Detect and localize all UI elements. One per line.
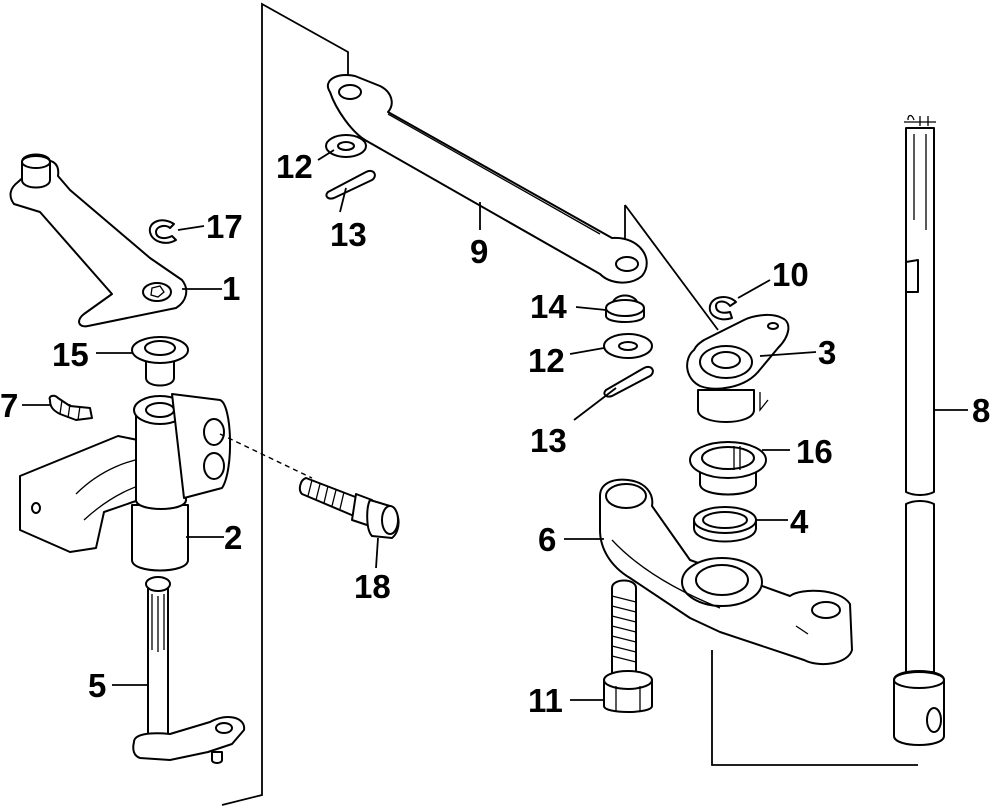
part-12-washer-upper <box>325 134 367 158</box>
part-4-ring <box>693 506 757 543</box>
callout-10: 10 <box>772 256 809 293</box>
callout-labels: 1 2 3 4 5 6 7 8 9 10 11 12 12 13 13 14 1… <box>0 148 990 719</box>
leader-lines <box>22 149 968 701</box>
callout-17: 17 <box>206 208 243 245</box>
callout-6: 6 <box>538 521 556 558</box>
part-15-bushing <box>131 336 189 387</box>
part-1-lever-arm <box>9 153 188 328</box>
callout-2: 2 <box>224 519 242 556</box>
callout-14: 14 <box>530 288 567 325</box>
callout-12-upper: 12 <box>276 148 313 185</box>
callout-13-lower: 13 <box>530 422 567 459</box>
callout-9: 9 <box>470 233 488 270</box>
part-5-splined-shaft <box>132 576 246 764</box>
part-7-grease-fitting <box>48 394 93 421</box>
part-17-clip <box>148 219 177 244</box>
part-16-split-bushing <box>689 441 767 496</box>
callout-1: 1 <box>222 270 240 307</box>
part-12-washer-lower <box>603 333 653 359</box>
part-3-lever-hub <box>686 313 790 423</box>
part-10-clip <box>708 296 737 321</box>
callout-4: 4 <box>790 503 809 540</box>
callout-12-lower: 12 <box>528 342 565 379</box>
part-14-cap <box>605 294 645 323</box>
part-13-cotter-pin-upper <box>325 170 376 200</box>
callout-18: 18 <box>354 568 391 605</box>
callout-7: 7 <box>0 387 18 424</box>
callout-11: 11 <box>528 682 563 719</box>
alignment-line-18 <box>219 433 313 479</box>
assembly-frame-lines <box>221 2 918 806</box>
callout-3: 3 <box>818 334 836 371</box>
callout-15: 15 <box>52 336 89 373</box>
part-13-cotter-pin-lower <box>603 366 654 398</box>
callout-16: 16 <box>796 433 833 470</box>
callout-8: 8 <box>972 392 990 429</box>
part-8-long-shaft <box>893 114 945 746</box>
callout-13-upper: 13 <box>330 216 367 253</box>
part-18-bolt <box>298 477 400 539</box>
part-2-housing <box>19 393 232 572</box>
callout-5: 5 <box>88 667 106 704</box>
part-6-idler-arm <box>599 478 853 666</box>
part-9-link-rod <box>327 74 648 284</box>
part-11-hex-bolt <box>603 579 653 713</box>
